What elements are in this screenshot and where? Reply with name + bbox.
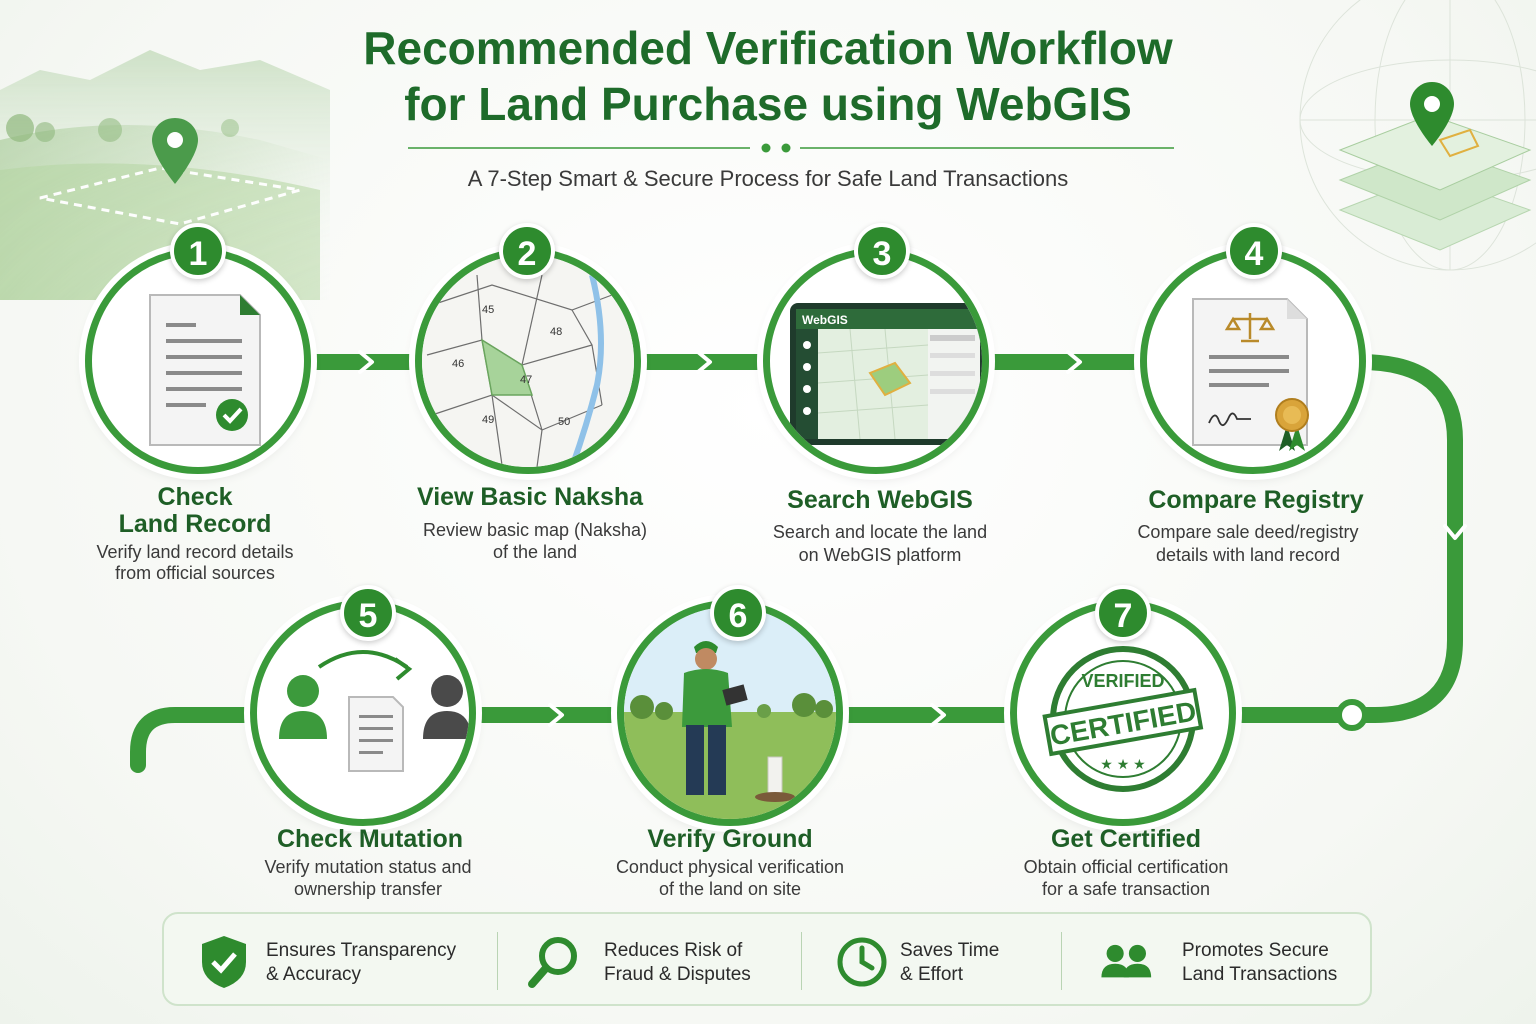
- step-2-desc-line-1: Review basic map (Naksha): [422, 520, 648, 540]
- benefit-transparency-line-1: Ensures Transparency: [266, 940, 457, 961]
- stamp-verified-text: VERIFIED: [1081, 671, 1164, 691]
- path-node: [1336, 699, 1368, 731]
- step-3-desc-line-2: on WebGIS platform: [798, 545, 962, 565]
- step-3-number: 3: [854, 223, 910, 279]
- step-4-number: 4: [1226, 223, 1282, 279]
- path-arrows: [358, 350, 1467, 727]
- step-2-title: View Basic Naksha: [416, 483, 644, 511]
- step-1-desc-line-1: Verify land record details: [96, 542, 294, 562]
- benefit-secure-line-2: Land Transactions: [1182, 964, 1338, 985]
- webgis-tablet-icon: WebGIS: [790, 303, 982, 445]
- title-divider: [408, 143, 1174, 153]
- step-6-number: 6: [710, 585, 766, 641]
- people-icon: [1101, 944, 1152, 978]
- benefit-divider: [1061, 932, 1062, 990]
- benefit-fraud-line-1: Reduces Risk of: [604, 940, 743, 961]
- plot-label-45: 45: [482, 304, 494, 316]
- plot-label-49: 49: [482, 414, 494, 426]
- magnifier-icon: [528, 937, 577, 988]
- step-4-title: Compare Registry: [1148, 486, 1364, 514]
- step-4-desc-line-1: Compare sale deed/registry: [1137, 522, 1359, 542]
- naksha-map-icon: 45 48 46 47 49 50: [422, 255, 634, 467]
- page-subtitle: A 7-Step Smart & Secure Process for Safe…: [467, 166, 1069, 191]
- step-5-desc-line-1: Verify mutation status and: [264, 857, 472, 877]
- certified-stamp-icon: VERIFIED CERTIFIED ★ ★ ★: [1042, 646, 1204, 792]
- benefit-divider: [497, 932, 498, 990]
- step-7-number: 7: [1095, 585, 1151, 641]
- step-4-desc-line-2: details with land record: [1155, 545, 1341, 565]
- step-2-number: 2: [499, 223, 555, 279]
- step-7-desc-line-1: Obtain official certification: [1023, 857, 1229, 877]
- step-6-desc-line-1: Conduct physical verification: [615, 857, 845, 877]
- map-layers-icon: [1338, 82, 1532, 251]
- benefit-fraud-line-2: Fraud & Disputes: [604, 964, 751, 985]
- benefit-fraud-risk: Reduces Risk of Fraud & Disputes: [524, 914, 804, 1008]
- benefits-bar: Ensures Transparency & Accuracy Reduces …: [162, 912, 1372, 1006]
- step-5-number: 5: [340, 585, 396, 641]
- field-surveyor-icon: [624, 607, 836, 819]
- step-3-desc-line-1: Search and locate the land: [772, 522, 988, 542]
- shield-check-icon: [202, 936, 246, 988]
- page-title-line-1: Recommended Verification Workflow: [363, 22, 1173, 74]
- ownership-transfer-icon: [279, 650, 469, 772]
- landscape-illustration: [0, 50, 330, 300]
- step-3-illustration: WebGIS: [763, 248, 989, 474]
- plot-label-46: 46: [452, 358, 464, 370]
- step-1-desc-line-2: from official sources: [115, 563, 275, 583]
- registry-deed-icon: [1192, 298, 1309, 451]
- step-1-number: 1: [170, 223, 226, 279]
- benefit-saves-time: Saves Time & Effort: [832, 914, 1072, 1008]
- benefit-secure-line-1: Promotes Secure: [1182, 940, 1329, 961]
- step-2-illustration: 45 48 46 47 49 50: [415, 248, 641, 474]
- step-7-desc-line-2: for a safe transaction: [1041, 879, 1211, 899]
- plot-label-47: 47: [520, 374, 532, 386]
- step-1-title-line-1: Check: [157, 483, 233, 511]
- benefit-secure-transactions: Promotes Secure Land Transactions: [1098, 914, 1368, 1008]
- step-3-title: Search WebGIS: [787, 486, 973, 514]
- step-6-illustration: [617, 600, 843, 826]
- step-4-illustration: [1140, 248, 1366, 474]
- svg-text:★ ★ ★: ★ ★ ★: [1100, 756, 1145, 772]
- step-2-desc-line-2: of the land: [492, 542, 578, 562]
- webgis-app-label: WebGIS: [802, 313, 848, 327]
- plot-label-50: 50: [558, 416, 570, 428]
- benefit-time-line-2: & Effort: [900, 964, 964, 985]
- step-5-illustration: [250, 600, 476, 826]
- step-6-desc-line-2: of the land on site: [658, 879, 802, 899]
- step-5-desc-line-2: ownership transfer: [293, 879, 443, 899]
- step-1-title-line-2: Land Record: [118, 510, 272, 538]
- page-title-line-2: for Land Purchase using WebGIS: [404, 78, 1132, 130]
- step-1-illustration: [85, 248, 311, 474]
- step-7-title: Get Certified: [1050, 825, 1202, 853]
- benefit-time-line-1: Saves Time: [900, 940, 1000, 961]
- document-check-icon: [149, 294, 261, 446]
- benefit-divider: [801, 932, 802, 990]
- clock-icon: [837, 937, 887, 987]
- plot-label-48: 48: [550, 326, 562, 338]
- step-5-title: Check Mutation: [276, 825, 464, 853]
- benefit-transparency-line-2: & Accuracy: [266, 964, 362, 985]
- step-6-title: Verify Ground: [647, 825, 813, 853]
- benefit-transparency: Ensures Transparency & Accuracy: [194, 914, 494, 1008]
